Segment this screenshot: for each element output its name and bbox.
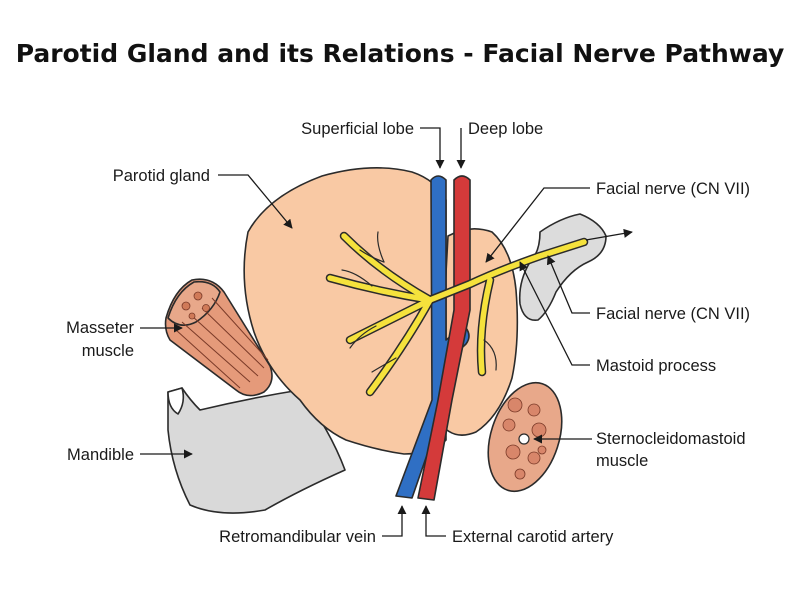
leader-superficial-lobe [420, 127, 445, 169]
leader-facial-nerve-top [485, 187, 590, 263]
label-retromandibular-vein: Retromandibular vein [219, 528, 376, 546]
diagram-title: Parotid Gland and its Relations - Facial… [16, 39, 785, 68]
label-mandible: Mandible [67, 446, 134, 464]
leader-lines [140, 127, 633, 537]
label-parotid-gland: Parotid gland [113, 167, 210, 185]
masseter-muscle [164, 278, 273, 397]
leader-retromandibular-vein [382, 505, 407, 537]
mandible-shape [167, 387, 346, 514]
label-scm-line1: Sternocleidomastoid [596, 430, 746, 448]
label-facial-nerve-top: Facial nerve (CN VII) [596, 180, 750, 198]
sternocleidomastoid-muscle [487, 381, 563, 493]
label-mastoid-process: Mastoid process [596, 357, 716, 375]
external-carotid-artery-shape [417, 175, 471, 501]
superficial-lobe-shape [243, 167, 447, 455]
leader-facial-nerve-mid [546, 255, 590, 314]
mastoid-process-shape [518, 213, 607, 321]
label-masseter-line1: Masseter [66, 319, 134, 337]
facial-nerve-shape [325, 231, 589, 397]
label-facial-nerve-mid: Facial nerve (CN VII) [596, 305, 750, 323]
label-external-carotid-artery: External carotid artery [452, 528, 614, 546]
leader-mastoid-process [519, 261, 590, 366]
facial-nerve-direction-arrow [585, 228, 633, 241]
label-deep-lobe: Deep lobe [468, 120, 543, 138]
label-masseter-line2: muscle [82, 342, 134, 360]
leader-parotid-gland [218, 174, 293, 229]
label-scm-line2: muscle [596, 452, 648, 470]
mandible-notch [167, 387, 185, 415]
leader-external-carotid-artery [421, 505, 446, 537]
label-superficial-lobe: Superficial lobe [301, 120, 414, 138]
